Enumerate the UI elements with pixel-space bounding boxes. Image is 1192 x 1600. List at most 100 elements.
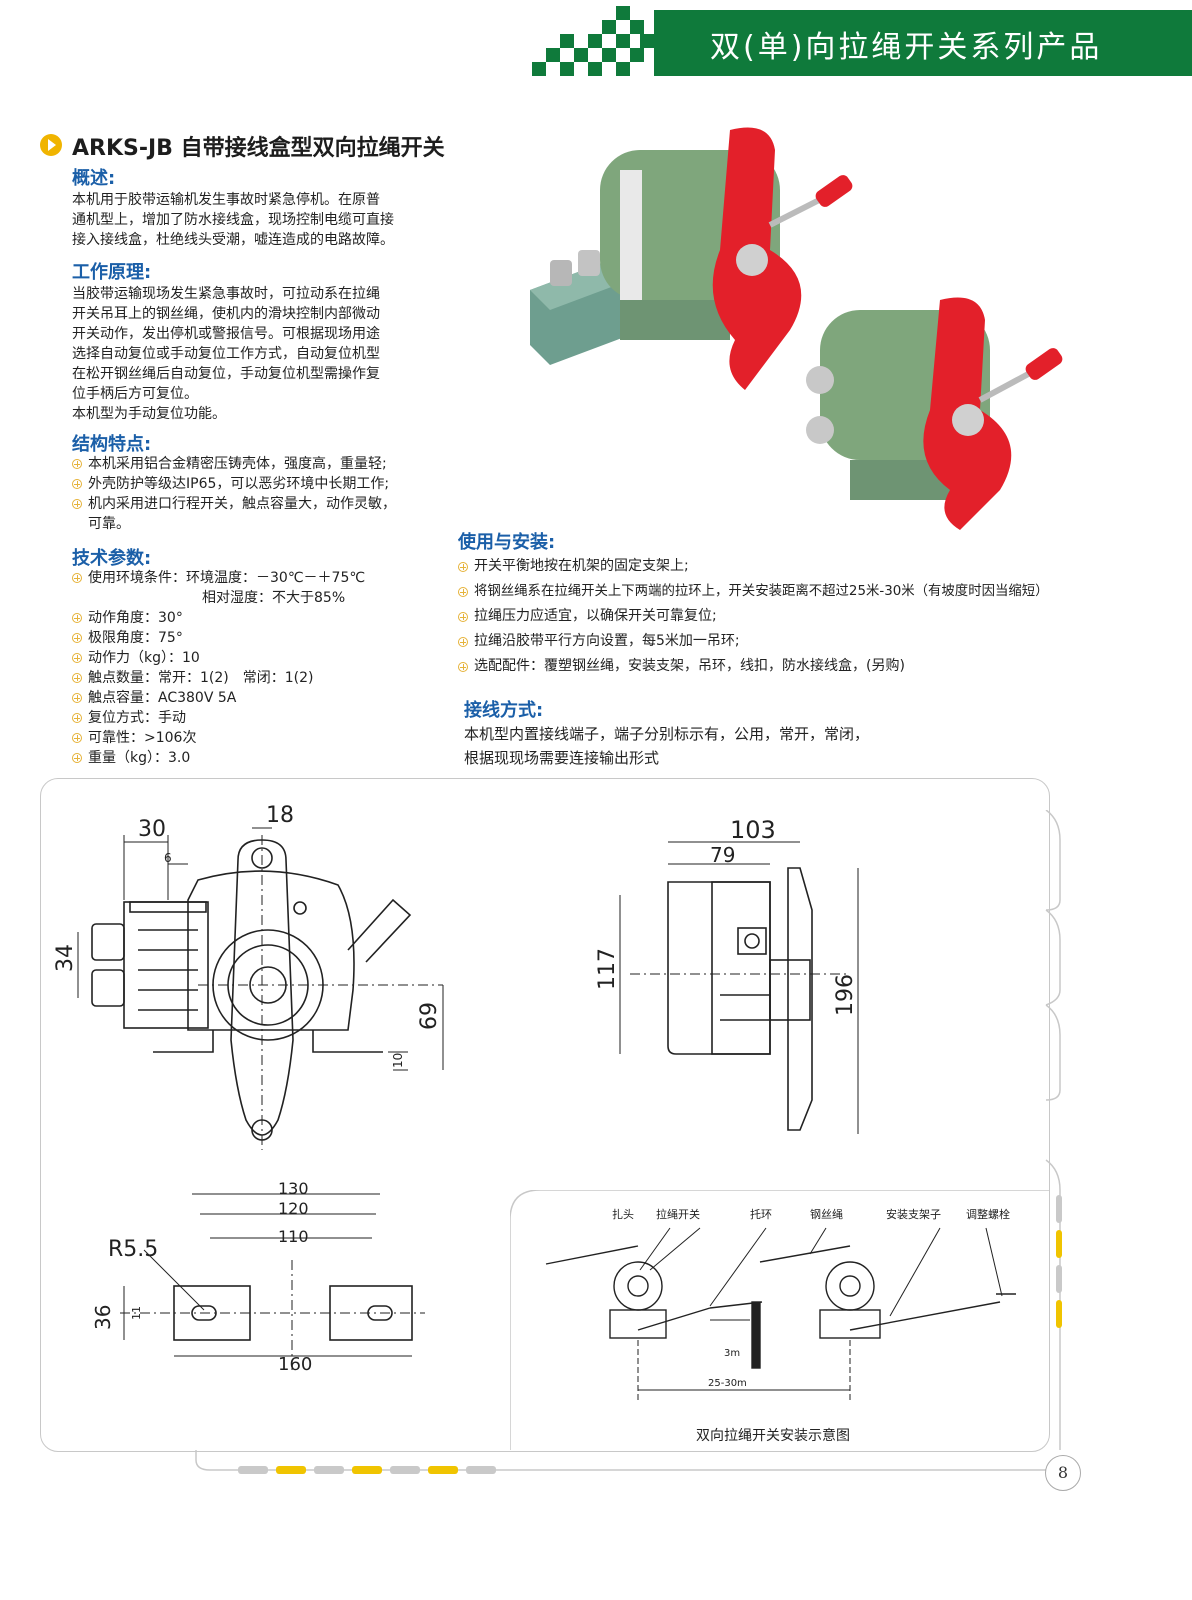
list-item-text: 复位方式：手动 — [88, 710, 186, 726]
list-item-text: 将钢丝绳系在拉绳开关上下两端的拉环上，开关安装距离不超过25米-30米（有坡度时… — [474, 584, 1049, 599]
dim-10: 10 — [391, 1053, 405, 1068]
dim-r55: R5.5 — [108, 1237, 158, 1262]
dim-103: 103 — [730, 816, 776, 844]
header-bar — [654, 10, 1192, 76]
dim-120: 120 — [278, 1199, 309, 1218]
list-item: 复位方式：手动 — [72, 708, 365, 728]
wire-left — [637, 1307, 711, 1331]
dim-110: 110 — [278, 1227, 309, 1246]
list-item-text: 极限角度：75° — [88, 630, 183, 646]
list-item: 使用环境条件：环境温度：－30℃－＋75℃ — [72, 568, 365, 588]
install-switch-right — [759, 1245, 881, 1339]
tech-heading: 技术参数: — [72, 548, 152, 569]
humidity-text: 相对湿度：不大于85% — [202, 590, 346, 606]
plus-bullet-icon — [72, 753, 82, 763]
plus-bullet-icon — [72, 713, 82, 723]
plus-bullet-icon — [72, 499, 82, 509]
plus-bullet-icon — [72, 673, 82, 683]
dim-117: 117 — [595, 948, 620, 990]
overview-line: 接入接线盒，杜绝线头受潮，嘘连造成的电路故障。 — [72, 232, 394, 248]
plus-bullet-icon — [72, 573, 82, 583]
dim-196: 196 — [833, 974, 858, 1016]
handle — [347, 898, 412, 963]
plus-bullet-icon — [458, 637, 468, 647]
list-item-text: 拉绳压力应适宜，以确保开关可靠复位; — [474, 608, 717, 624]
principle-line: 当胶带运输现场发生紧急事故时，可拉动系在拉绳 — [72, 286, 380, 302]
principle-heading: 工作原理: — [72, 262, 152, 283]
list-item: 选配配件：覆塑钢丝绳，安装支架，吊环，线扣，防水接线盒，(另购) — [458, 654, 1049, 679]
front-view-drawing: 30 18 6 34 69 10 — [53, 803, 444, 1150]
list-item-text: 本机采用铝合金精密压铸壳体，强度高，重量轻; — [88, 456, 387, 472]
plus-bullet-icon — [72, 733, 82, 743]
housing-outline — [187, 870, 355, 1031]
principle-line: 本机型为手动复位功能。 — [72, 406, 226, 422]
list-item-text: 触点数量：常开：1(2) 常闭：1(2) — [88, 670, 314, 686]
dim-6: 6 — [164, 851, 172, 865]
side-view-drawing: 103 79 117 196 — [595, 816, 859, 1134]
plus-bullet-icon — [72, 653, 82, 663]
install-heading: 使用与安装: — [458, 532, 556, 553]
list-item-text: 使用环境条件：环境温度：－30℃－＋75℃ — [88, 570, 366, 586]
label-switch: 拉绳开关 — [656, 1207, 700, 1221]
weight-bar — [751, 1301, 761, 1369]
wire-right — [849, 1301, 1001, 1331]
plus-bullet-icon — [72, 459, 82, 469]
dim-3m: 3m — [724, 1348, 740, 1359]
list-item-text: 拉绳沿胶带平行方向设置，每5米加一吊环; — [474, 633, 740, 649]
dim-11: 11 — [130, 1306, 143, 1320]
dim-130: 130 — [278, 1179, 309, 1198]
list-item: 动作力（kg）：10 — [72, 648, 365, 668]
dim-79: 79 — [710, 843, 735, 867]
list-item: 机内采用进口行程开关，触点容量大，动作灵敏， — [72, 494, 396, 514]
switch-image-1 — [600, 127, 853, 390]
dim-34: 34 — [53, 944, 78, 972]
list-item: 触点容量：AC380V 5A — [72, 688, 365, 708]
plus-bullet-icon — [458, 662, 468, 672]
list-item-text: 动作力（kg）：10 — [88, 650, 200, 666]
dim-18: 18 — [266, 803, 294, 828]
list-item: 重量（kg）：3.0 — [72, 748, 365, 768]
principle-line: 开关吊耳上的钢丝绳，使机内的滑块控制内部微动 — [72, 306, 380, 322]
wiring-line: 本机型内置接线端子，端子分别标示有，公用，常开，常闭， — [464, 725, 870, 743]
list-item-text: 动作角度：30° — [88, 610, 183, 626]
list-item-continuation: 可靠。 — [88, 516, 130, 532]
plus-bullet-icon — [458, 562, 468, 572]
side-lever — [787, 867, 813, 1131]
list-item-text: 外壳防护等级达IP65，可以恶劣环境中长期工作; — [88, 476, 390, 492]
principle-line: 选择自动复位或手动复位工作方式，自动复位机型 — [72, 346, 380, 362]
product-title: ARKS-JB 自带接线盒型双向拉绳开关 — [72, 136, 445, 161]
drawing-frame — [40, 778, 1050, 1452]
switch-image-2 — [806, 297, 1063, 530]
principle-line: 在松开钢丝绳后自动复位，手动复位机型需操作复 — [72, 366, 380, 382]
side-hub — [737, 927, 767, 955]
product-photos — [530, 127, 1063, 530]
page-number: 8 — [1045, 1455, 1081, 1491]
wiring-line: 根据现现场需要连接输出形式 — [464, 749, 660, 767]
overview-line: 通机型上，增加了防水接线盒，现场控制电缆可直接 — [72, 212, 394, 228]
install-diagram: 扎头 拉绳开关 托环 钢丝绳 安装支架子 调整螺栓 3m 25-30m 双向拉绳… — [510, 1190, 1050, 1450]
install-switch-left — [545, 1245, 667, 1339]
base-view-drawing: 130 120 110 R5.5 36 11 160 — [91, 1179, 425, 1375]
plus-bullet-icon — [72, 613, 82, 623]
gland-bottom — [91, 969, 125, 1007]
overview-line: 本机用于胶带运输机发生事故时紧急停机。在原普 — [72, 192, 380, 208]
install-list: 开关平衡地按在机架的固定支架上; 将钢丝绳系在拉绳开关上下两端的拉环上，开关安装… — [458, 554, 1049, 679]
list-item-text: 触点容量：AC380V 5A — [88, 690, 237, 706]
label-bolt: 调整螺栓 — [966, 1207, 1010, 1221]
structure-list: 本机采用铝合金精密压铸壳体，强度高，重量轻; 外壳防护等级达IP65，可以恶劣环… — [72, 454, 396, 534]
principle-text: 当胶带运输现场发生紧急事故时，可拉动系在拉绳 开关吊耳上的钢丝绳，使机内的滑块控… — [72, 284, 380, 424]
label-zhatou: 扎头 — [612, 1207, 634, 1221]
list-item-text: 重量（kg）：3.0 — [88, 750, 191, 766]
plus-bullet-icon — [72, 633, 82, 643]
plus-bullet-icon — [458, 587, 468, 597]
principle-line: 位手柄后方可复位。 — [72, 386, 198, 402]
list-item-text: 开关平衡地按在机架的固定支架上; — [474, 558, 689, 574]
list-item-text: 选配配件：覆塑钢丝绳，安装支架，吊环，线扣，防水接线盒，(另购) — [474, 658, 905, 674]
tech-list: 使用环境条件：环境温度：－30℃－＋75℃ 相对湿度：不大于85% 动作角度：3… — [72, 568, 365, 768]
wiring-heading: 接线方式: — [464, 700, 544, 721]
list-item: 触点数量：常开：1(2) 常闭：1(2) — [72, 668, 365, 688]
dim-36: 36 — [91, 1305, 115, 1330]
list-item: 拉绳沿胶带平行方向设置，每5米加一吊环; — [458, 629, 1049, 654]
label-tuohuan: 托环 — [750, 1207, 772, 1221]
gland-top — [91, 923, 125, 961]
